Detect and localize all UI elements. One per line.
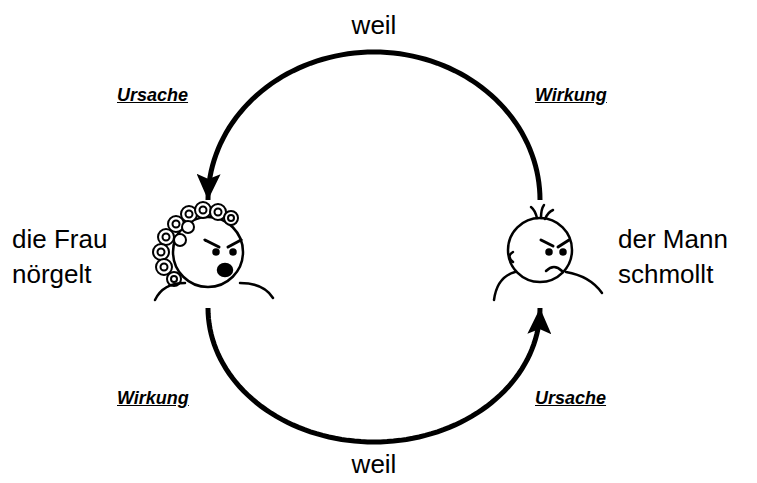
role-label: Wirkung [117, 387, 189, 409]
role-label: Wirkung [535, 84, 607, 106]
person-node: der Mann schmollt [488, 200, 750, 308]
role-label: Ursache [117, 84, 188, 106]
edge-label: weil [349, 450, 400, 478]
person-node: die Frau nörgelt [8, 200, 284, 308]
person-label: die Frau nörgelt [12, 222, 144, 292]
edge-label: weil [349, 11, 400, 39]
woman-curls [153, 202, 238, 286]
cause-arrow [208, 52, 540, 200]
woman-figure [153, 202, 273, 300]
man-head [508, 218, 572, 282]
role-label: Ursache [535, 387, 606, 409]
cause-arrow [208, 308, 540, 442]
man-figure [494, 205, 602, 300]
woman-head [173, 217, 243, 287]
person-label: der Mann schmollt [618, 222, 746, 292]
